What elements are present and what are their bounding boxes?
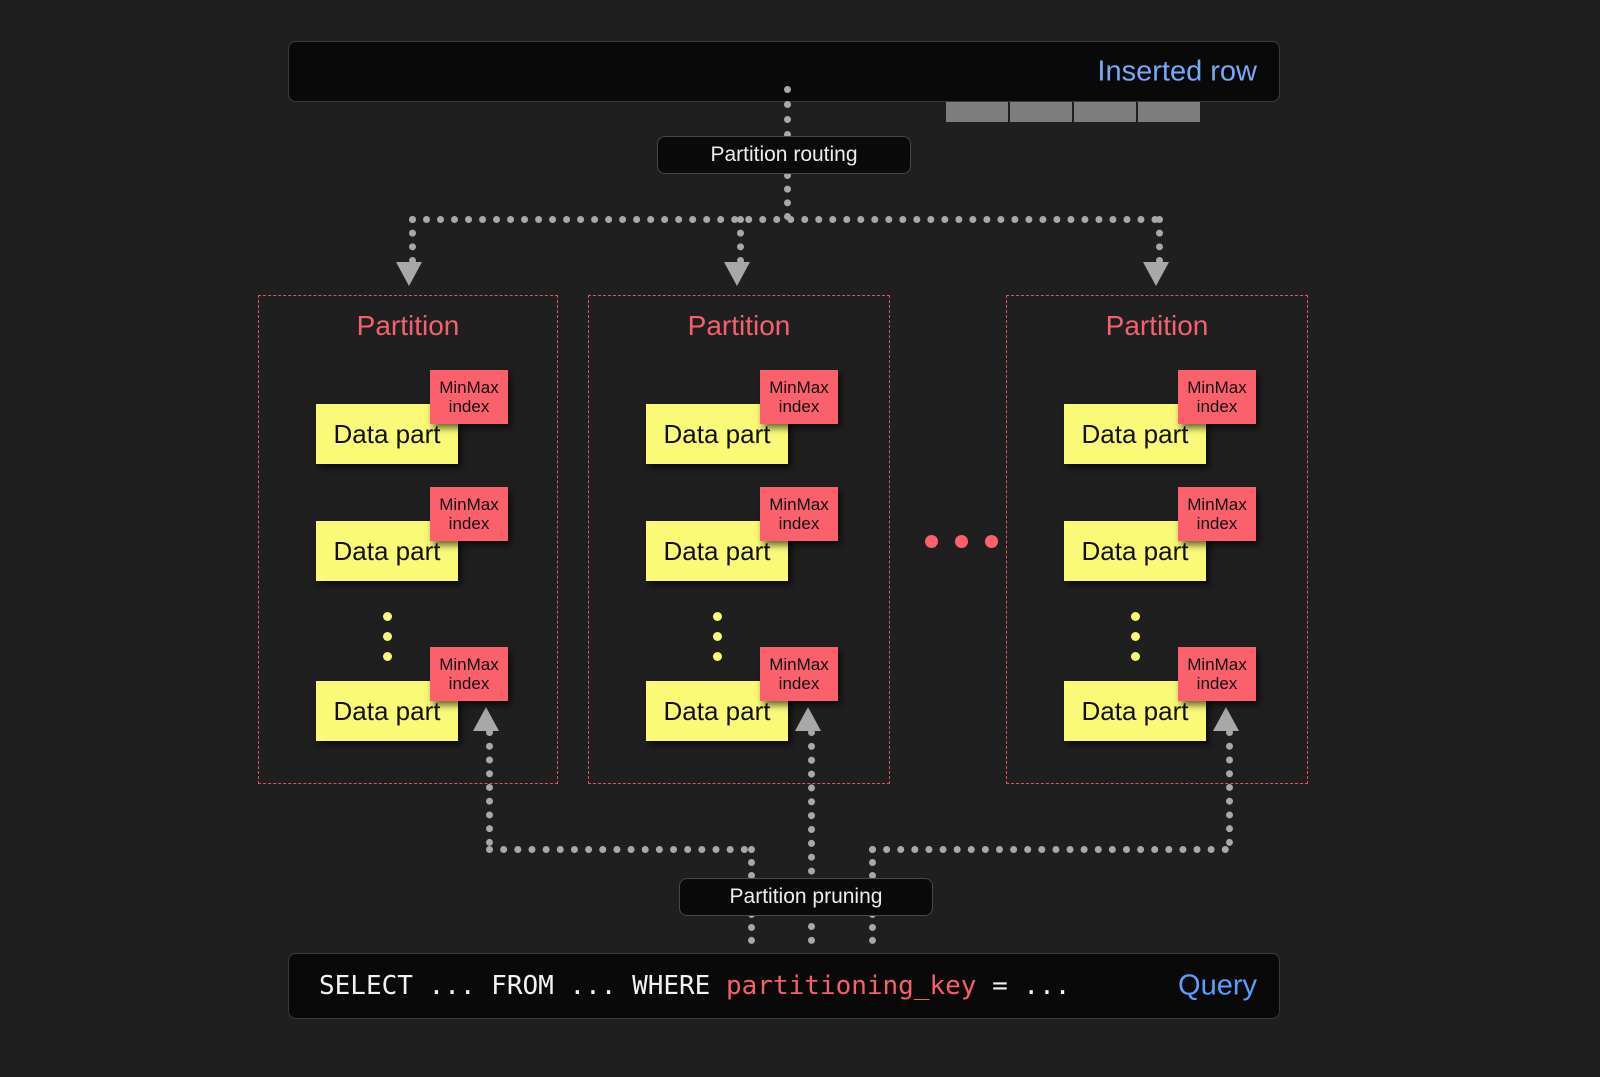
minmax-line-2: index (778, 397, 820, 416)
partition-box-1: Partition Data part MinMax index Data pa… (258, 295, 558, 784)
minmax-line-2: index (778, 514, 820, 533)
query-label: Query (1178, 969, 1257, 1002)
inserted-row-cells (946, 102, 1200, 122)
minmax-index-box: MinMax index (1178, 370, 1256, 424)
minmax-index-box: MinMax index (760, 487, 838, 541)
connector-row-to-routing (784, 86, 791, 138)
minmax-index-box: MinMax index (430, 647, 508, 701)
ellipsis-dot (955, 535, 968, 548)
ellipsis-dot (1131, 652, 1140, 661)
pruning-riser-2 (808, 729, 815, 944)
minmax-line-2: index (448, 674, 490, 693)
ellipsis-dot (713, 612, 722, 621)
pruning-bus-right (869, 846, 1229, 853)
fanout-bus (409, 216, 1159, 223)
data-part-box: Data part (1064, 521, 1206, 581)
vertical-ellipsis (713, 612, 722, 661)
data-part-box: Data part (1064, 681, 1206, 741)
ellipsis-dot (925, 535, 938, 548)
minmax-line-2: index (1196, 674, 1238, 693)
ellipsis-dot (383, 652, 392, 661)
minmax-line-2: index (448, 397, 490, 416)
sql-suffix: = ... (976, 971, 1071, 1001)
sql-keyword: partitioning_key (726, 971, 977, 1001)
pruning-riser-3 (1226, 729, 1233, 846)
vertical-ellipsis (383, 612, 392, 661)
partition-pruning-box: Partition pruning (679, 878, 933, 916)
minmax-line-1: MinMax (1187, 654, 1247, 674)
ellipsis-dot (383, 632, 392, 641)
fanout-drop-3 (1156, 216, 1163, 264)
row-cell (1138, 102, 1200, 122)
row-cell (946, 102, 1008, 122)
ellipsis-dot (1131, 632, 1140, 641)
minmax-line-1: MinMax (1187, 494, 1247, 514)
minmax-line-1: MinMax (439, 377, 499, 397)
partition-title: Partition (687, 310, 791, 341)
pruning-bus-left (486, 846, 748, 853)
sql-prefix: SELECT ... FROM ... WHERE (319, 971, 726, 1001)
minmax-index-box: MinMax index (760, 370, 838, 424)
arrow-down-icon (724, 262, 750, 286)
partition-title: Partition (1105, 310, 1209, 341)
minmax-index-box: MinMax index (430, 370, 508, 424)
row-cell (1074, 102, 1136, 122)
minmax-line-1: MinMax (439, 494, 499, 514)
row-cell (1010, 102, 1072, 122)
partition-routing-label: Partition routing (710, 143, 858, 166)
arrow-up-icon (1213, 707, 1239, 731)
inserted-row-bar: Inserted row (288, 41, 1280, 122)
minmax-line-1: MinMax (769, 494, 829, 514)
inserted-row-label: Inserted row (1097, 55, 1257, 87)
minmax-line-2: index (448, 514, 490, 533)
minmax-index-box: MinMax index (1178, 487, 1256, 541)
minmax-line-2: index (778, 674, 820, 693)
query-bar: SELECT ... FROM ... WHERE partitioning_k… (288, 953, 1280, 1019)
ellipsis-dot (713, 632, 722, 641)
minmax-line-2: index (1196, 514, 1238, 533)
minmax-index-box: MinMax index (760, 647, 838, 701)
minmax-line-1: MinMax (769, 377, 829, 397)
minmax-index-box: MinMax index (430, 487, 508, 541)
minmax-line-1: MinMax (1187, 377, 1247, 397)
pruning-riser-1 (486, 729, 493, 846)
minmax-line-1: MinMax (769, 654, 829, 674)
ellipsis-dot (713, 652, 722, 661)
minmax-line-2: index (1196, 397, 1238, 416)
arrow-up-icon (473, 707, 499, 731)
data-part-box: Data part (646, 404, 788, 464)
minmax-index-box: MinMax index (1178, 647, 1256, 701)
partition-title: Partition (356, 310, 460, 341)
partition-routing-box: Partition routing (657, 136, 911, 174)
arrow-down-icon (1143, 262, 1169, 286)
ellipsis-dot (985, 535, 998, 548)
partition-box-2: Partition Data part MinMax index Data pa… (588, 295, 890, 784)
ellipsis-dot (1131, 612, 1140, 621)
arrow-up-icon (795, 707, 821, 731)
partition-ellipsis (925, 535, 998, 548)
partition-box-3: Partition Data part MinMax index Data pa… (1006, 295, 1308, 784)
query-sql-text: SELECT ... FROM ... WHERE partitioning_k… (319, 971, 1070, 1001)
data-part-box: Data part (1064, 404, 1206, 464)
arrow-down-icon (396, 262, 422, 286)
connector-routing-to-bus (784, 172, 791, 220)
partition-pruning-label: Partition pruning (729, 885, 883, 908)
fanout-drop-1 (409, 216, 416, 264)
fanout-drop-2 (737, 216, 744, 264)
minmax-line-1: MinMax (439, 654, 499, 674)
ellipsis-dot (383, 612, 392, 621)
vertical-ellipsis (1131, 612, 1140, 661)
